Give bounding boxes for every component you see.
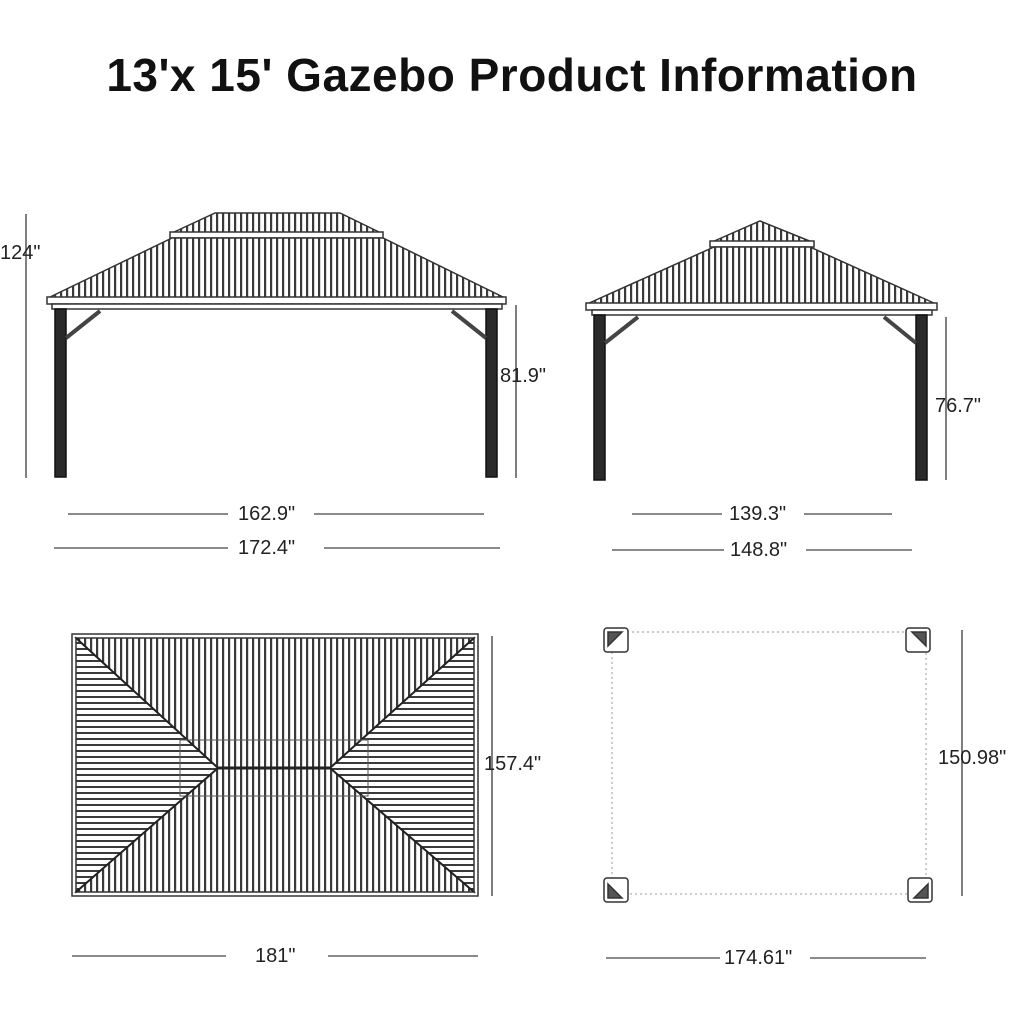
corner-plate-tr (905, 627, 931, 653)
base-view (603, 627, 963, 903)
corner-plate-tl (603, 627, 629, 653)
side-width-lines (612, 513, 912, 551)
front-outer-width-label: 172.4" (238, 537, 296, 559)
front-total-height-label: 124" (0, 242, 41, 264)
side-outer-width-label: 148.8" (730, 539, 788, 561)
side-post-height-label: 76.7" (935, 395, 982, 417)
front-inner-width-label: 162.9" (238, 503, 296, 525)
corner-plate-br (907, 877, 933, 903)
side-view (585, 220, 947, 481)
base-depth-label: 150.98" (938, 747, 1007, 769)
front-view (25, 212, 517, 478)
base-width-label: 174.61" (724, 947, 793, 969)
top-view (71, 633, 493, 897)
corner-plate-bl (603, 877, 629, 903)
top-width-label: 181" (255, 945, 296, 967)
page-title: 13'x 15' Gazebo Product Information (106, 49, 918, 101)
front-post-height-label: 81.9" (500, 365, 547, 387)
front-width-lines (54, 513, 500, 549)
top-depth-label: 157.4" (484, 753, 542, 775)
side-inner-width-label: 139.3" (729, 503, 787, 525)
